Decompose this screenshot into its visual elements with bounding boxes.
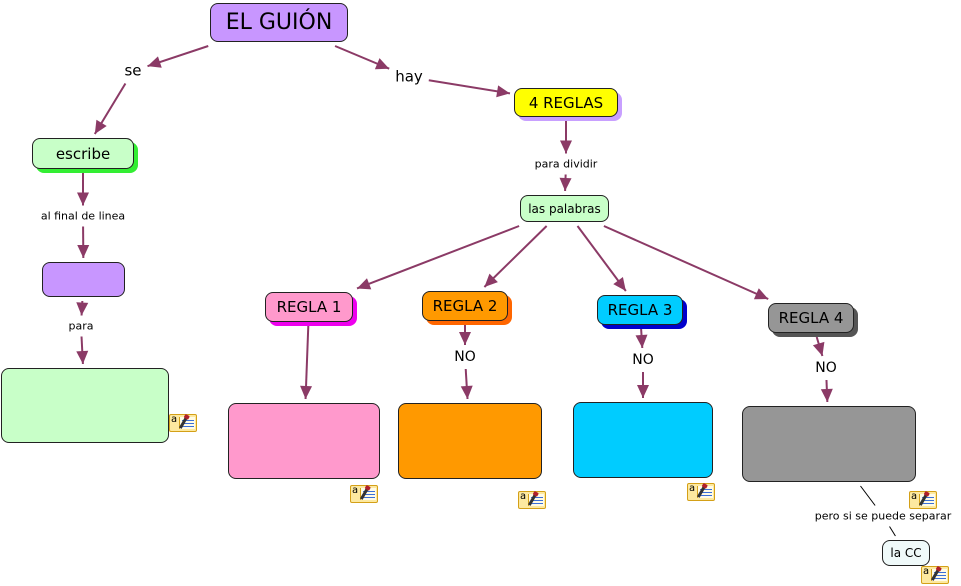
- concept-4-reglas[interactable]: 4 REGLAS: [514, 88, 618, 117]
- arrowhead-icon: [374, 58, 390, 70]
- linking-phrase-hay[interactable]: hay: [393, 67, 425, 86]
- annotation-note-icon[interactable]: a: [687, 483, 715, 501]
- concept-regla-3[interactable]: REGLA 3: [597, 295, 683, 325]
- arrowhead-icon: [496, 85, 510, 98]
- concept-empty-pink[interactable]: [228, 403, 380, 479]
- arrowhead-icon: [76, 302, 89, 316]
- annotation-note-icon[interactable]: a: [169, 414, 197, 432]
- linking-phrase-al-final-de-linea[interactable]: al final de linea: [38, 209, 128, 223]
- concept-label: la CC: [890, 546, 922, 560]
- concept-label: escribe: [55, 144, 111, 163]
- concept-la-cc[interactable]: la CC: [882, 540, 930, 566]
- concept-label: las palabras: [528, 201, 601, 216]
- annotation-note-icon[interactable]: a: [921, 566, 949, 584]
- connection-line[interactable]: [860, 485, 876, 506]
- arrowhead-icon: [820, 388, 833, 402]
- concept-empty-purple[interactable]: [42, 262, 125, 297]
- concept-label: REGLA 4: [778, 309, 844, 327]
- arrowhead-icon: [753, 288, 769, 300]
- concept-el-guion[interactable]: EL GUIÓN: [210, 3, 348, 42]
- connection-line[interactable]: [356, 225, 520, 290]
- arrowhead-icon: [147, 56, 162, 68]
- arrowhead-icon: [357, 278, 372, 290]
- concept-regla-1[interactable]: REGLA 1: [265, 292, 353, 322]
- connection-line[interactable]: [576, 225, 627, 292]
- linking-phrase-para-dividir[interactable]: para dividir: [532, 157, 600, 171]
- concept-regla-4[interactable]: REGLA 4: [768, 303, 854, 333]
- concept-escribe[interactable]: escribe: [32, 138, 134, 169]
- concept-empty-gray[interactable]: [742, 406, 916, 482]
- connection-line[interactable]: [428, 79, 511, 95]
- arrowhead-icon: [635, 334, 648, 348]
- concept-label: EL GUIÓN: [225, 10, 333, 35]
- linking-phrase-se[interactable]: se: [122, 61, 144, 80]
- annotation-note-icon[interactable]: a: [909, 491, 937, 509]
- arrowhead-icon: [459, 332, 471, 345]
- concept-label: 4 REGLAS: [528, 93, 604, 112]
- concept-empty-orange[interactable]: [398, 403, 542, 479]
- connection-line[interactable]: [603, 225, 769, 300]
- concept-empty-cyan[interactable]: [573, 402, 713, 478]
- arrowhead-icon: [560, 140, 572, 154]
- arrowhead-icon: [484, 273, 498, 287]
- arrowhead-icon: [300, 385, 313, 399]
- connection-line[interactable]: [483, 225, 548, 288]
- annotation-note-icon[interactable]: a: [350, 485, 378, 503]
- arrowhead-icon: [613, 276, 626, 291]
- arrowhead-icon: [460, 385, 473, 399]
- concept-label: REGLA 1: [276, 298, 342, 316]
- linking-phrase-no-regla-2[interactable]: NO: [452, 349, 478, 365]
- linking-phrase-para[interactable]: para: [66, 319, 96, 333]
- concept-label: REGLA 3: [607, 301, 673, 319]
- connection-line[interactable]: [889, 526, 896, 537]
- arrowhead-icon: [76, 350, 89, 364]
- annotation-note-icon[interactable]: a: [518, 491, 546, 509]
- concept-regla-2[interactable]: REGLA 2: [422, 291, 508, 321]
- linking-phrase-no-regla-3[interactable]: NO: [630, 352, 656, 368]
- arrowhead-icon: [77, 244, 90, 258]
- arrowhead-icon: [637, 385, 649, 398]
- arrowhead-icon: [77, 192, 89, 206]
- linking-phrase-no-regla-4[interactable]: NO: [813, 360, 839, 376]
- concept-label: REGLA 2: [432, 297, 498, 315]
- linking-phrase-pero-si-se-puede-separar[interactable]: pero si se puede separar: [812, 509, 954, 523]
- concept-empty-green[interactable]: [1, 368, 169, 443]
- arrowhead-icon: [94, 119, 107, 134]
- concept-las-palabras[interactable]: las palabras: [520, 195, 609, 222]
- arrowhead-icon: [559, 177, 572, 191]
- arrowhead-icon: [812, 341, 825, 356]
